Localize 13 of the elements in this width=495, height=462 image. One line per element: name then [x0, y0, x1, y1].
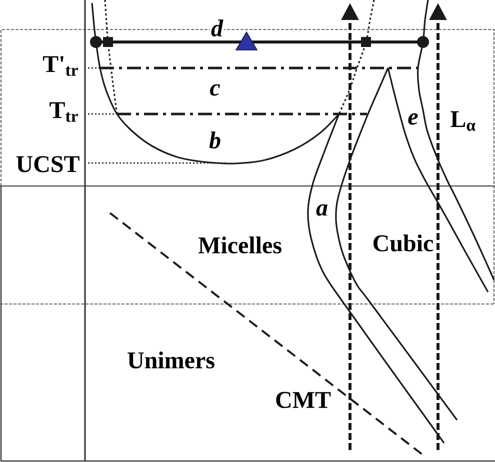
- axis-label: T$_{tr}$: [50, 102, 78, 122]
- phase-label: Micelles: [198, 236, 282, 254]
- axis-label: UCST: [16, 156, 80, 172]
- curve-label: a: [316, 204, 328, 216]
- axis-label: T'$_{tr}$: [42, 56, 78, 76]
- line-label: d: [210, 18, 224, 38]
- line-label: CMT: [276, 392, 331, 408]
- phase-label: Unimers: [128, 352, 214, 368]
- curve-label: e: [408, 113, 418, 125]
- region-label: c: [210, 84, 220, 96]
- region-label: b: [209, 132, 220, 148]
- phase-label: L$_{α}$: [450, 111, 476, 131]
- phase-label: Cubic: [374, 234, 434, 252]
